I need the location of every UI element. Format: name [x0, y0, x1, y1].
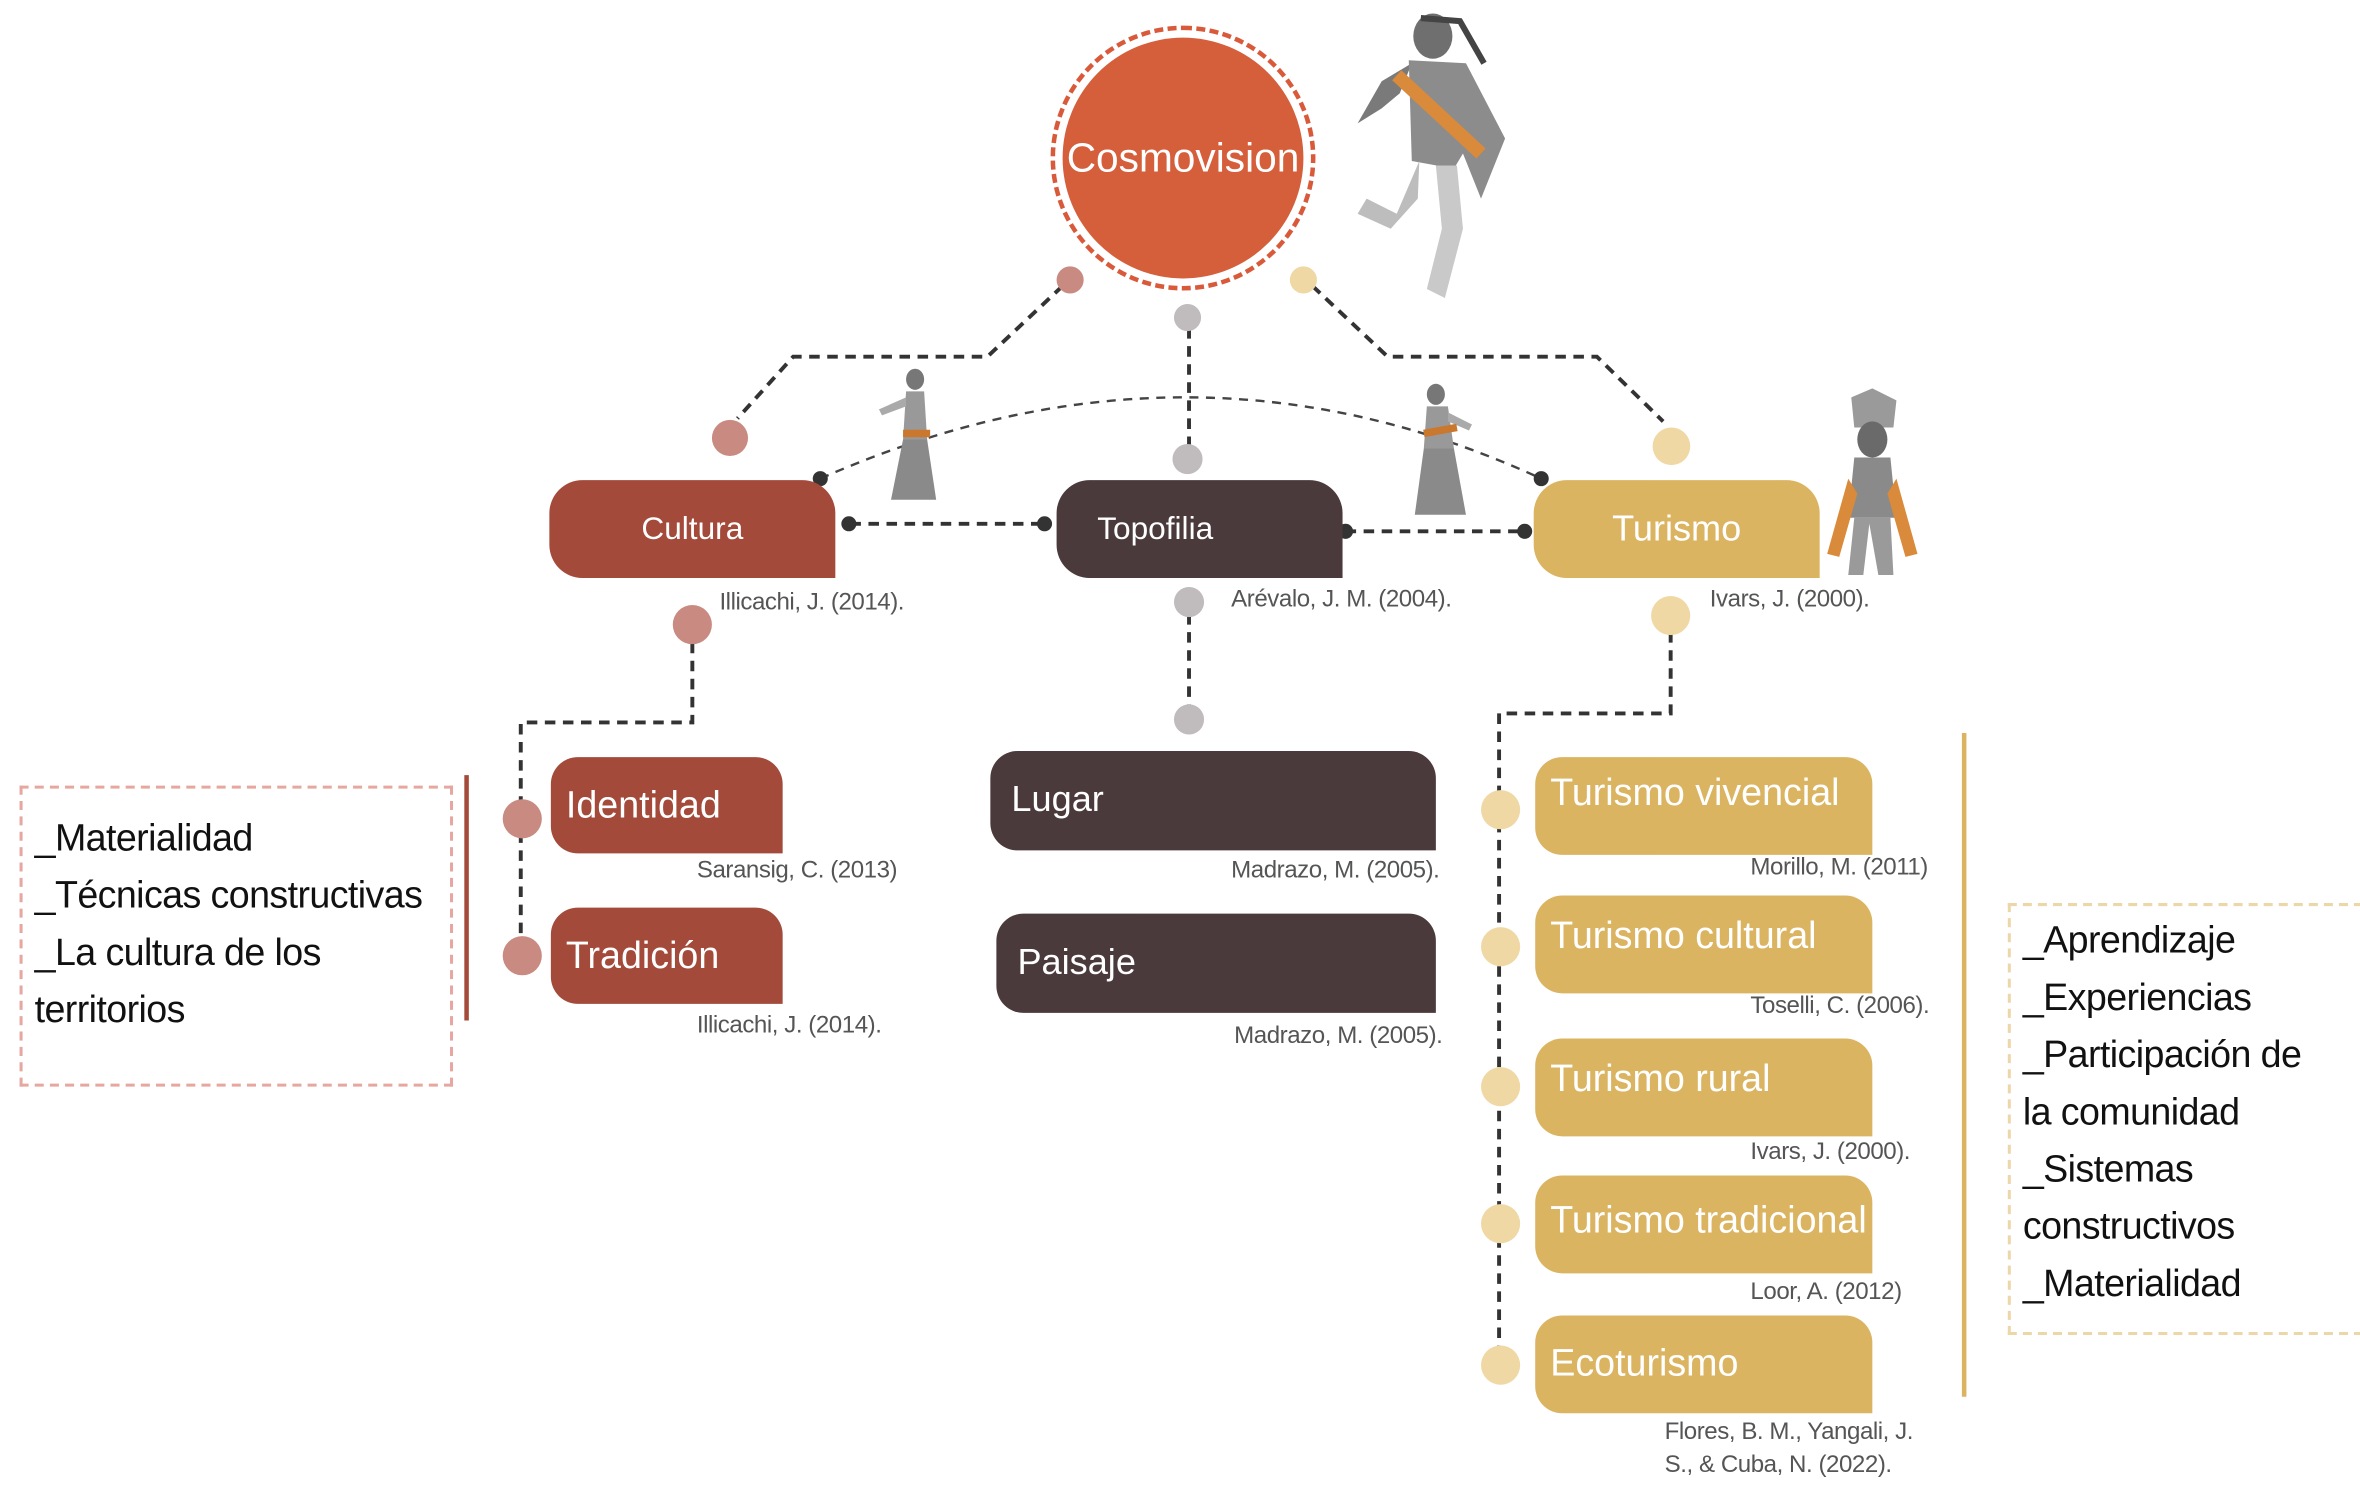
right-attribute-item: _Sistemas [2022, 1148, 2194, 1191]
connector-dot [502, 799, 542, 839]
connector-dot [1173, 304, 1202, 332]
right-attribute-item: la comunidad [2022, 1091, 2240, 1134]
connector-dot [1481, 1204, 1521, 1244]
dancer-figure-small-left-icon [878, 368, 937, 500]
connector-dot [1652, 427, 1691, 466]
connector-dot [1481, 927, 1521, 967]
node-turismo: Turismo [1533, 480, 1820, 578]
dancer-figure-small-middle-icon [1414, 383, 1472, 515]
node-tradicion: Tradición [550, 907, 783, 1004]
right-attribute-item: constructivos [2022, 1205, 2235, 1248]
node-turismo-cultural: Turismo cultural [1535, 895, 1873, 994]
node-topofilia-label: Topofilia [1097, 510, 1214, 546]
connector-dot [1651, 596, 1691, 636]
node-paisaje: Paisaje [996, 913, 1436, 1013]
citation-topofilia: Arévalo, J. M. (2004). [1231, 586, 1452, 613]
right-attribute-item: _Experiencias [2022, 976, 2252, 1019]
dancer-figure-large-icon [1357, 13, 1506, 299]
node-topofilia: Topofilia [1056, 480, 1343, 578]
dancer-figure-costumed-right-icon [1827, 388, 1918, 575]
node-turismo-rural-label: Turismo rural [1550, 1058, 1771, 1101]
node-identidad: Identidad [550, 757, 783, 854]
node-paisaje-label: Paisaje [1017, 942, 1136, 983]
connector-dot [1173, 704, 1205, 735]
center-node: Cosmovision [1050, 25, 1316, 291]
connector-dot [672, 605, 712, 645]
center-node-label: Cosmovision [1062, 37, 1304, 279]
citation-ecoturismo-line1: Flores, B. M., Yangali, J. [1664, 1419, 1914, 1445]
right-attributes-box: _Aprendizaje _Experiencias _Participació… [2007, 903, 2360, 1336]
left-attribute-item: _Técnicas constructivas [34, 874, 423, 917]
node-turismo-cultural-label: Turismo cultural [1550, 915, 1817, 958]
connector-dot [1481, 1067, 1521, 1107]
node-turismo-tradicional-label: Turismo tradicional [1550, 1199, 1867, 1242]
connector-dot [1481, 790, 1521, 830]
node-turismo-tradicional: Turismo tradicional [1535, 1175, 1873, 1274]
node-ecoturismo-label: Ecoturismo [1550, 1342, 1739, 1385]
left-attribute-item: territorios [34, 988, 186, 1031]
connector-dot [502, 936, 542, 976]
citation-cultura: Illicachi, J. (2014). [719, 589, 905, 616]
citation-turismo-vivencial: Morillo, M. (2011) [1750, 854, 1928, 881]
right-attribute-item: _Participación de [2022, 1034, 2302, 1077]
left-attribute-item: _La cultura de los [34, 931, 322, 974]
connector-dot [1172, 444, 1203, 475]
node-lugar-label: Lugar [1011, 779, 1104, 821]
citation-paisaje: Madrazo, M. (2005). [1234, 1023, 1443, 1050]
connector-dot [711, 419, 749, 457]
node-turismo-label: Turismo [1612, 507, 1742, 549]
right-attribute-item: _Aprendizaje [2022, 919, 2236, 962]
citation-ecoturismo-line2: S., & Cuba, N. (2022). [1664, 1452, 1892, 1479]
node-turismo-vivencial: Turismo vivencial [1535, 757, 1873, 855]
left-attributes-box: _Materialidad _Técnicas constructivas _L… [19, 785, 454, 1087]
citation-turismo-tradicional: Loor, A. (2012) [1750, 1279, 1902, 1305]
node-cultura-label: Cultura [641, 510, 744, 546]
node-lugar: Lugar [990, 751, 1436, 851]
right-attribute-item: _Materialidad [2022, 1262, 2242, 1305]
node-turismo-rural: Turismo rural [1535, 1038, 1873, 1137]
citation-turismo: Ivars, J. (2000). [1709, 586, 1870, 613]
citation-turismo-rural: Ivars, J. (2000). [1750, 1139, 1911, 1165]
connector-dot [1056, 266, 1084, 294]
connector-dot [1289, 266, 1317, 294]
citation-lugar: Madrazo, M. (2005). [1231, 857, 1440, 884]
node-ecoturismo: Ecoturismo [1535, 1315, 1873, 1414]
citation-turismo-cultural: Toselli, C. (2006). [1750, 993, 1930, 1019]
connector-dot [1481, 1345, 1521, 1385]
citation-identidad: Saransig, C. (2013) [696, 857, 898, 884]
node-tradicion-label: Tradición [565, 933, 720, 977]
node-identidad-label: Identidad [565, 783, 721, 826]
left-attribute-item: _Materialidad [34, 817, 254, 860]
connector-dot [1173, 586, 1205, 618]
citation-tradicion: Illicachi, J. (2014). [696, 1012, 882, 1039]
node-cultura: Cultura [549, 480, 836, 578]
node-turismo-vivencial-label: Turismo vivencial [1550, 772, 1840, 815]
